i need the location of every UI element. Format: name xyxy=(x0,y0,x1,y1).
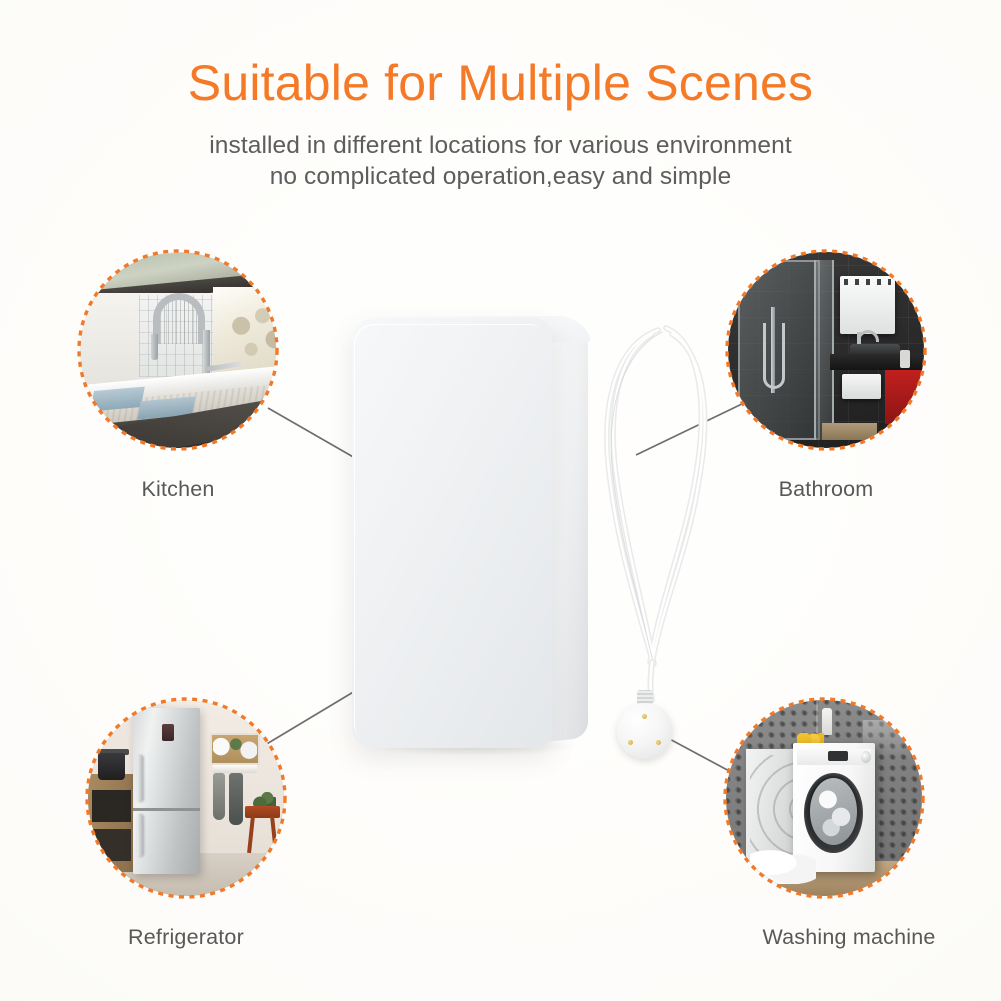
probe-contact-left xyxy=(628,740,633,745)
probe-contact-right xyxy=(656,740,661,745)
kitchen-window-foliage xyxy=(221,299,276,366)
scene-label-washing-machine: Washing machine xyxy=(762,925,936,949)
scene-photo-kitchen xyxy=(80,252,276,448)
washing-machine-drum-window xyxy=(810,778,858,846)
device-edge-highlight xyxy=(354,324,546,742)
bathroom-shower-hose xyxy=(763,322,786,390)
scene-refrigerator[interactable]: Refrigerator xyxy=(85,697,287,949)
device-front-face xyxy=(352,318,552,748)
washing-machine-photo xyxy=(726,700,922,896)
scene-bathroom[interactable]: Bathroom xyxy=(725,249,927,501)
refrigerator-cork-board-notes xyxy=(213,737,257,761)
scene-label-kitchen: Kitchen xyxy=(141,477,215,501)
page-title: Suitable for Multiple Scenes xyxy=(187,55,814,111)
bathroom-bottle xyxy=(900,350,911,368)
washing-machine-display xyxy=(827,750,848,761)
kitchen-photo xyxy=(80,252,276,448)
refrigerator-coffee-maker xyxy=(97,752,126,781)
subtitle-line-1: installed in different locations for var… xyxy=(209,132,792,159)
washing-machine-laundry-pile xyxy=(749,845,817,885)
washing-machine-program-knob xyxy=(861,750,872,763)
sensor-probe[interactable] xyxy=(617,690,673,759)
bathroom-photo xyxy=(728,252,924,448)
bathroom-shower-door xyxy=(814,259,834,441)
refrigerator-control-display xyxy=(162,723,175,742)
refrigerator-door-gap xyxy=(133,807,200,811)
scene-washing-machine[interactable]: Washing machine xyxy=(723,697,935,949)
bathroom-floor-mat xyxy=(822,422,877,441)
scene-photo-bathroom xyxy=(728,252,924,448)
washing-machine-detergent-bottle xyxy=(822,707,832,736)
kitchen-faucet-nozzle xyxy=(150,334,158,360)
scene-photo-washing-machine xyxy=(726,700,922,896)
bathroom-water-heater-vents xyxy=(843,279,891,286)
kitchen-faucet-spring-arc xyxy=(152,293,206,345)
probe-body xyxy=(617,703,673,759)
refrigerator-shelf-compartment-top xyxy=(91,790,132,822)
probe-cable-connector xyxy=(637,690,653,705)
sensor-cable xyxy=(604,325,708,703)
refrigerator-wall-ledge xyxy=(213,764,257,773)
scene-label-refrigerator: Refrigerator xyxy=(128,925,244,949)
refrigerator-shelf-compartment-bottom xyxy=(91,829,132,861)
bathroom-wall-unit xyxy=(841,373,881,399)
refrigerator-handle-lower xyxy=(137,813,143,857)
header: Suitable for Multiple Scenes installed i… xyxy=(0,0,1001,193)
subtitle-block: installed in different locations for var… xyxy=(0,130,1001,193)
bathroom-red-cabinet xyxy=(884,369,924,425)
refrigerator-hanging-coat-right xyxy=(229,772,243,826)
scene-kitchen[interactable]: Kitchen xyxy=(77,249,279,501)
scene-label-bathroom: Bathroom xyxy=(778,477,874,501)
subtitle-line-2: no complicated operation,easy and simple xyxy=(269,163,732,191)
connector-line-kitchen xyxy=(267,407,363,463)
scene-photo-refrigerator xyxy=(88,700,284,896)
refrigerator-handle-upper xyxy=(137,754,143,802)
probe-contact-top xyxy=(642,714,647,719)
refrigerator-photo xyxy=(88,700,284,896)
refrigerator-hanging-coat-left xyxy=(213,772,226,820)
